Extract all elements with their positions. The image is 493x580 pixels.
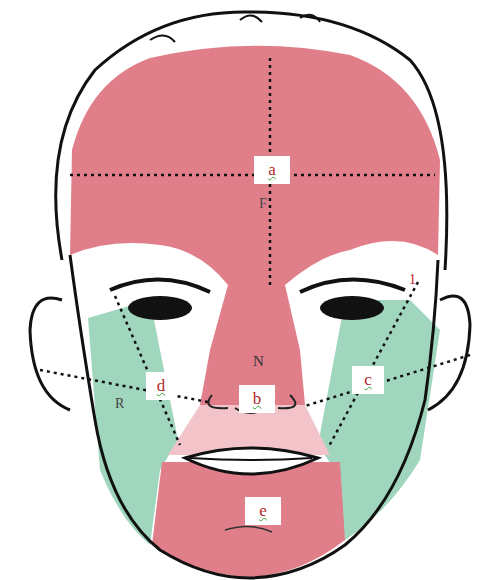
label-box: a bbox=[254, 156, 290, 184]
eye bbox=[320, 296, 384, 320]
division-line bbox=[70, 174, 435, 177]
division-line bbox=[115, 296, 180, 445]
region-letter: a bbox=[268, 160, 276, 180]
label-box: b bbox=[239, 385, 275, 413]
forehead-region bbox=[70, 46, 440, 285]
mouth bbox=[185, 448, 318, 474]
region-label: 1 bbox=[409, 272, 416, 288]
region-letter: c bbox=[364, 370, 372, 390]
ear bbox=[30, 298, 70, 410]
eyebrow bbox=[300, 279, 405, 292]
label-box: c bbox=[352, 366, 384, 394]
hair-outline bbox=[56, 12, 447, 270]
region-letter: b bbox=[253, 389, 262, 409]
label-box: e bbox=[245, 497, 281, 525]
ear bbox=[428, 296, 470, 410]
region-label: N bbox=[253, 353, 264, 370]
division-line bbox=[305, 355, 470, 406]
face-outline bbox=[70, 255, 438, 578]
chin-region bbox=[152, 462, 345, 577]
division-lines bbox=[40, 58, 470, 448]
lip-line bbox=[190, 458, 312, 460]
chin-line bbox=[225, 526, 272, 532]
region-label: R bbox=[115, 396, 124, 412]
hair-strand bbox=[150, 15, 320, 42]
division-line bbox=[328, 282, 418, 448]
label-box: d bbox=[146, 372, 176, 400]
region-letter: d bbox=[157, 376, 166, 396]
eye bbox=[128, 296, 192, 320]
region-letter: e bbox=[259, 501, 267, 521]
region-label: F bbox=[259, 196, 267, 212]
eyebrow bbox=[110, 279, 210, 292]
